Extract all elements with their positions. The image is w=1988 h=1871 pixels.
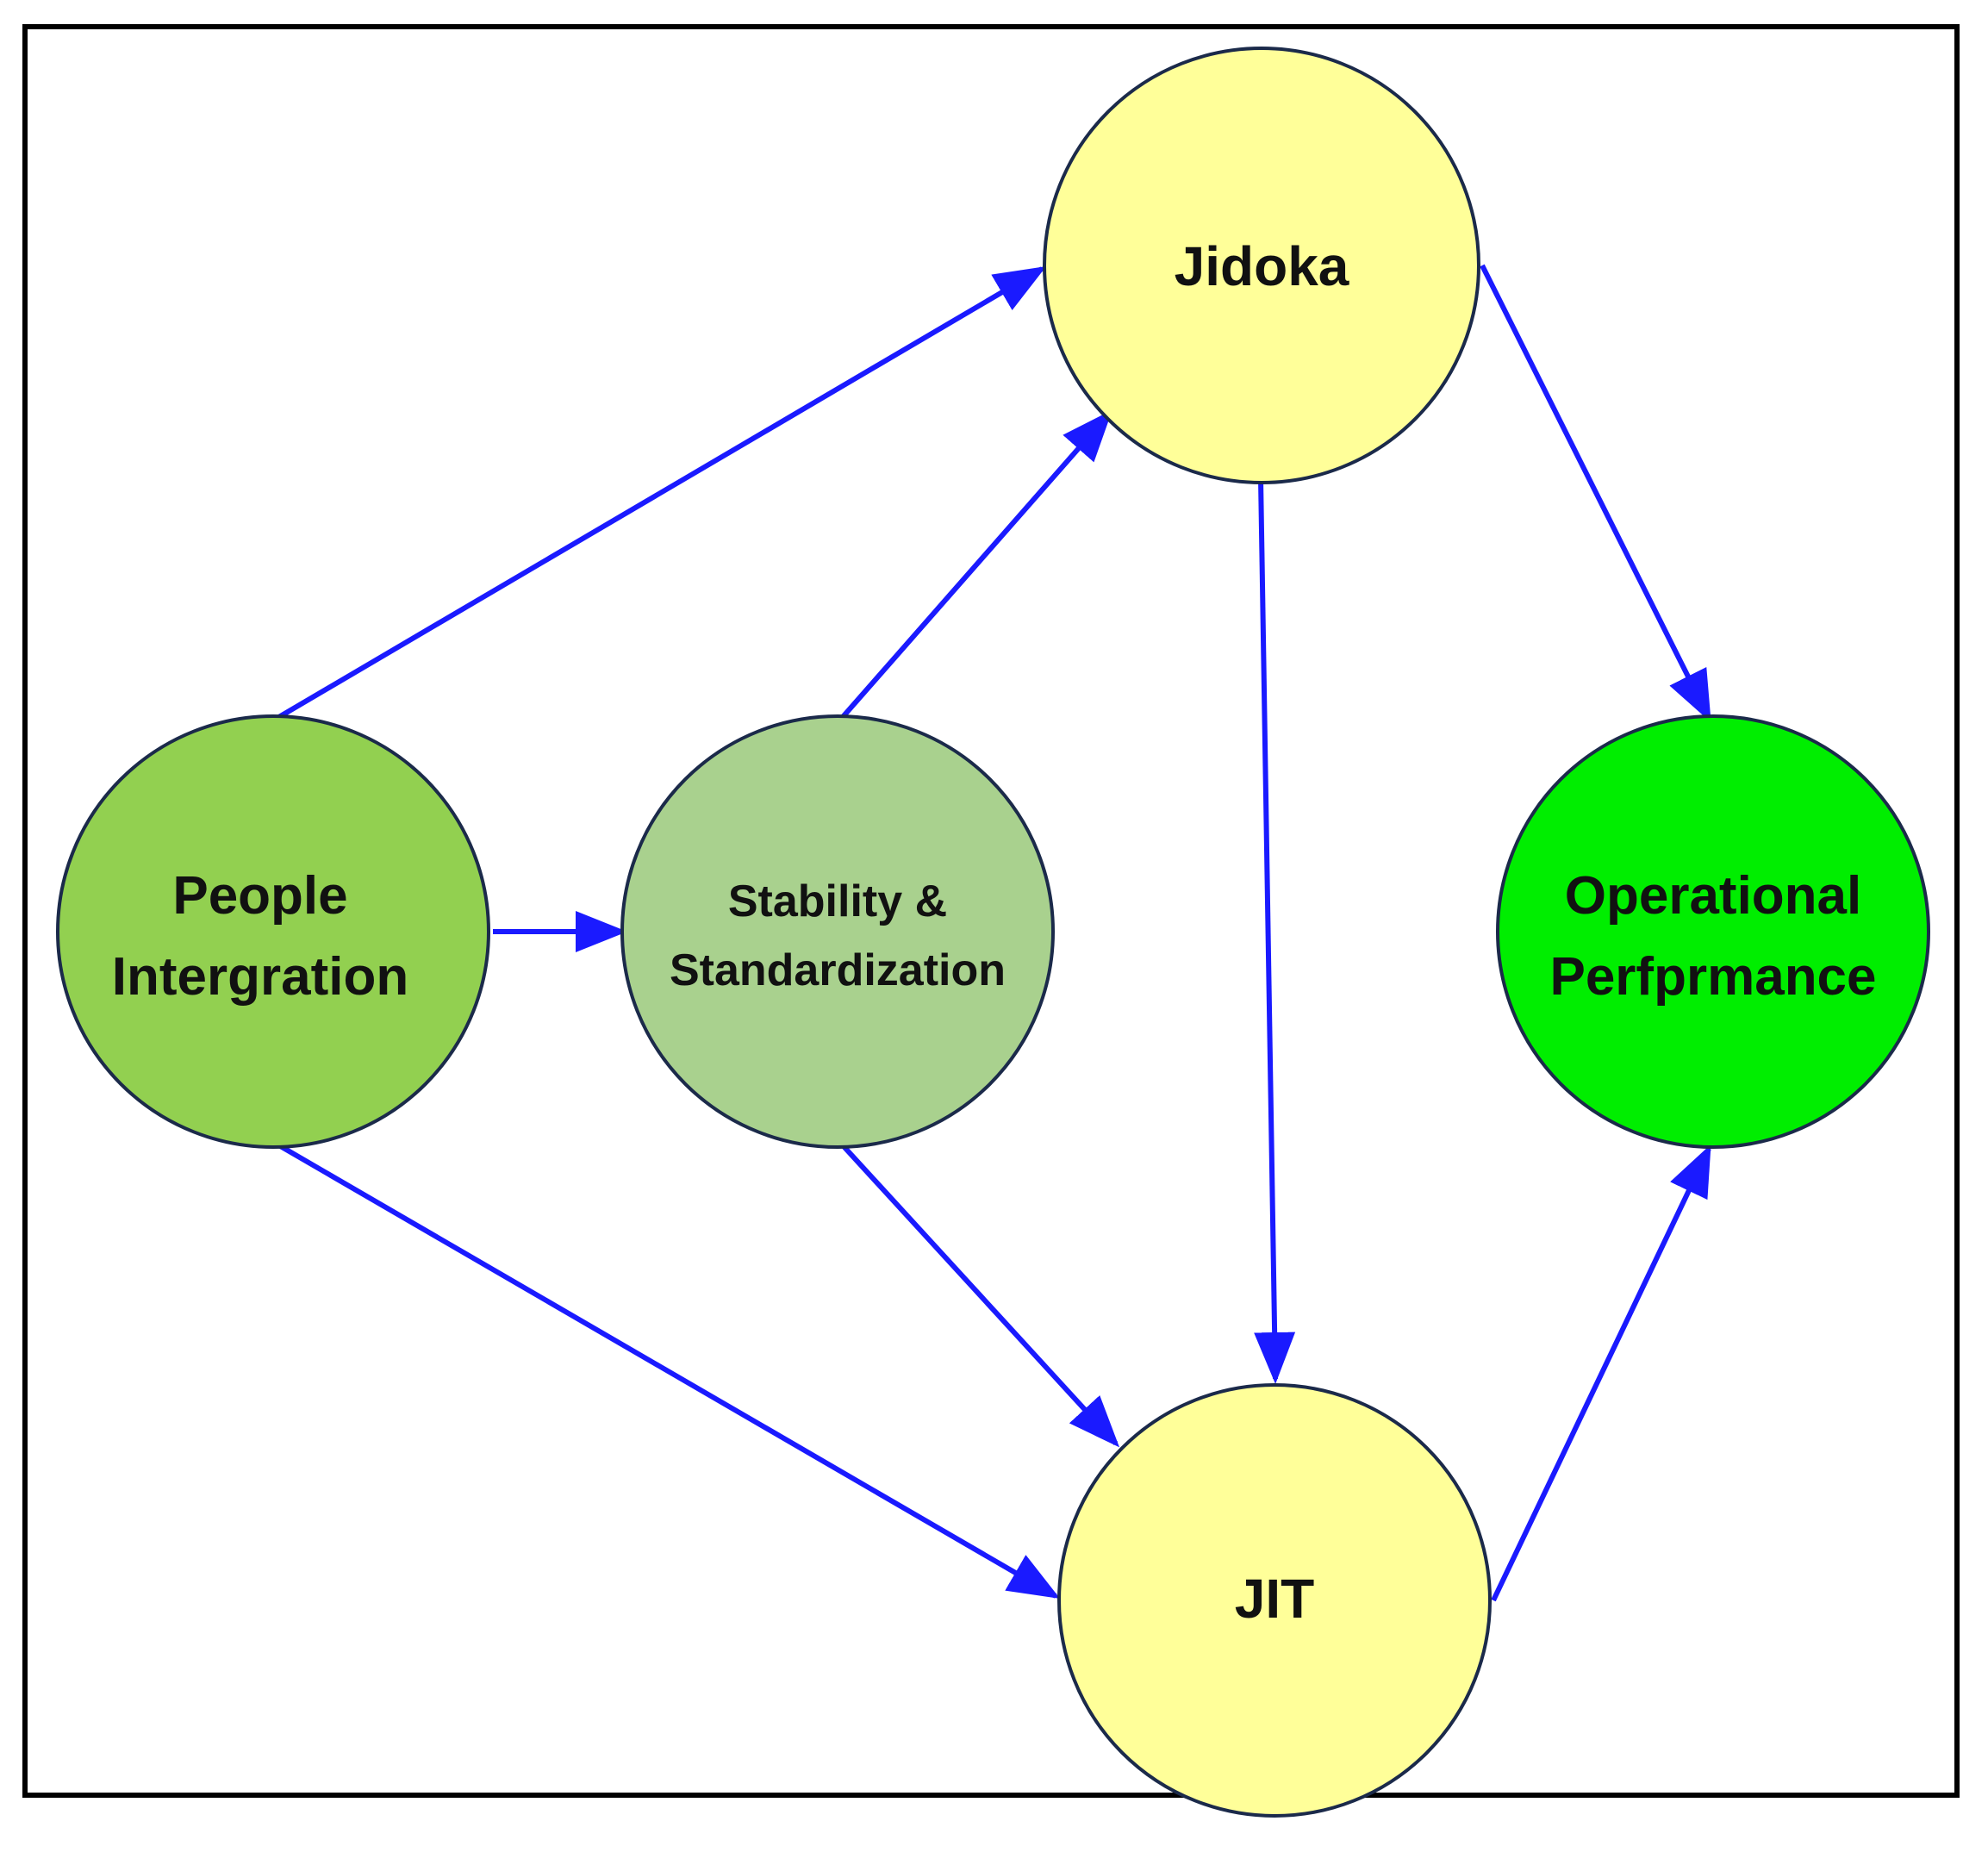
edge-stability-to-jidoka [839, 409, 1112, 720]
node-stability-label-line2: Standardization [670, 945, 1006, 995]
node-jit-label: JIT [1235, 1568, 1314, 1630]
node-people-integration: People Intergration [56, 714, 490, 1149]
node-people-circle [56, 714, 490, 1149]
edge-people-to-jit [276, 1142, 1061, 1600]
node-performance-label-line2: Perfprmance [1549, 947, 1876, 1007]
node-stability-standardization: Stability & Standardization [620, 714, 1055, 1149]
edges [276, 264, 1711, 1602]
node-jidoka-circle [1043, 47, 1480, 484]
node-jidoka: Jidoka [1043, 47, 1480, 484]
edge-people-to-jidoka [276, 265, 1047, 720]
node-performance-circle [1496, 714, 1930, 1149]
node-stability-label-line1: Stability & [728, 876, 947, 926]
edge-jit-to-performance [1491, 1144, 1711, 1602]
nodes: Jidoka People Intergration Stability & S… [56, 47, 1930, 1818]
node-people-label-line1: People [172, 866, 347, 926]
node-stability-circle [620, 714, 1055, 1149]
node-people-label-line2: Intergration [112, 947, 408, 1007]
node-operational-performance: Operational Perfprmance [1496, 714, 1930, 1149]
edge-jidoka-to-performance [1480, 264, 1711, 723]
node-jit: JIT [1057, 1383, 1492, 1818]
node-jit-circle [1057, 1383, 1492, 1818]
node-performance-label-line1: Operational [1565, 866, 1862, 926]
edge-stability-to-jit [839, 1142, 1120, 1448]
edge-jidoka-to-jit [1254, 477, 1296, 1384]
node-jidoka-label: Jidoka [1175, 235, 1349, 297]
